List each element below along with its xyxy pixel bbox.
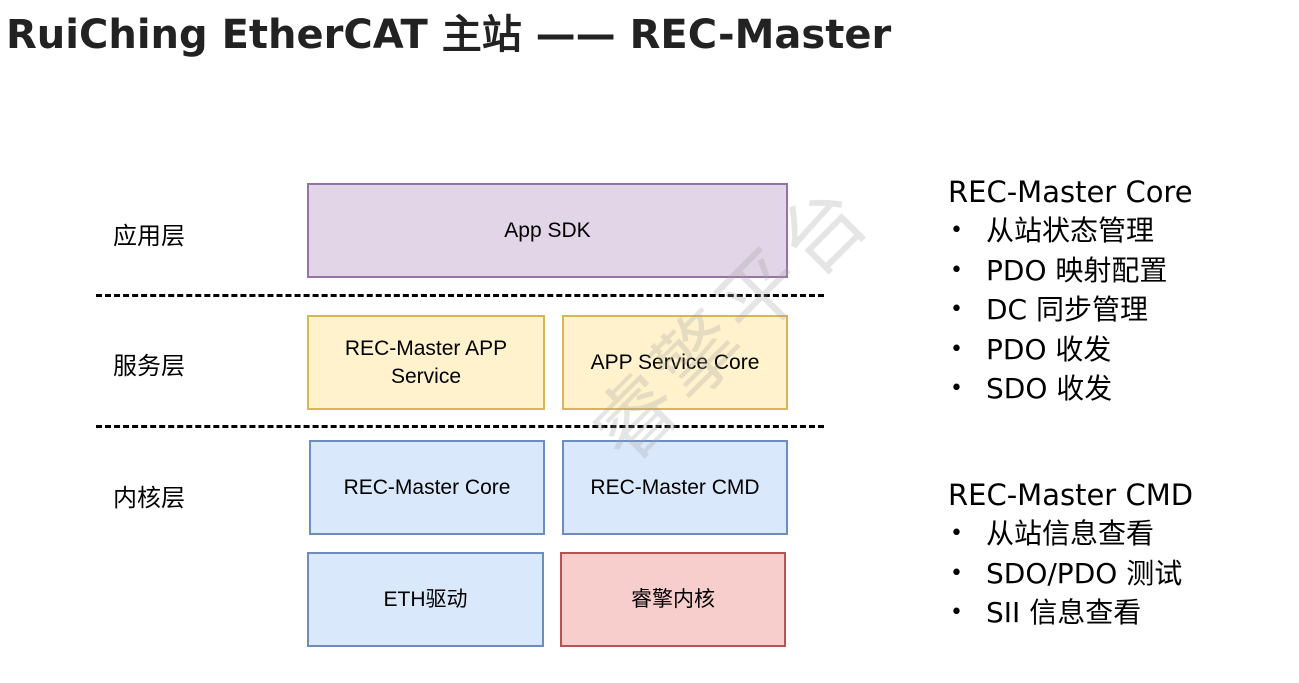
page-title: RuiChing EtherCAT 主站 —— REC-Master — [6, 12, 892, 58]
ruiqing-kernel-label: 睿擎内核 — [631, 587, 715, 611]
app-sdk-box: App SDK — [307, 183, 788, 278]
rec-master-core-panel: REC-Master Core 从站状态管理 PDO 映射配置 DC 同步管理 … — [948, 175, 1193, 409]
list-item: SDO 收发 — [948, 369, 1193, 409]
rec-master-cmd-box: REC-Master CMD — [562, 440, 788, 535]
list-item: 从站状态管理 — [948, 211, 1193, 251]
list-item: SII 信息查看 — [948, 593, 1193, 633]
feature-list: 从站信息查看 SDO/PDO 测试 SII 信息查看 — [948, 514, 1193, 633]
list-item: DC 同步管理 — [948, 290, 1193, 330]
layer-label-service: 服务层 — [113, 352, 185, 380]
rec-master-app-service-box: REC-Master APP Service — [307, 315, 545, 410]
layer-divider-top — [96, 294, 824, 297]
rec-master-cmd-panel: REC-Master CMD 从站信息查看 SDO/PDO 测试 SII 信息查… — [948, 478, 1193, 633]
list-item: 从站信息查看 — [948, 514, 1193, 554]
list-item: PDO 映射配置 — [948, 251, 1193, 291]
rec-master-cmd-label: REC-Master CMD — [590, 475, 760, 499]
panel-title: REC-Master Core — [948, 175, 1193, 209]
panel-title: REC-Master CMD — [948, 478, 1194, 512]
app-service-core-box: APP Service Core — [562, 315, 788, 410]
app-sdk-label: App SDK — [504, 218, 591, 242]
rec-master-app-service-label: REC-Master APP Service — [344, 336, 508, 388]
list-item: SDO/PDO 测试 — [948, 554, 1193, 594]
rec-master-core-box: REC-Master Core — [309, 440, 545, 535]
app-service-core-label: APP Service Core — [590, 350, 760, 374]
rec-master-core-label: REC-Master Core — [343, 475, 511, 499]
list-item: PDO 收发 — [948, 330, 1193, 370]
ruiqing-kernel-box: 睿擎内核 — [560, 552, 786, 647]
eth-driver-box: ETH驱动 — [307, 552, 544, 647]
eth-driver-label: ETH驱动 — [383, 587, 468, 611]
feature-list: 从站状态管理 PDO 映射配置 DC 同步管理 PDO 收发 SDO 收发 — [948, 211, 1193, 409]
layer-label-app: 应用层 — [113, 222, 185, 250]
layer-label-kernel: 内核层 — [113, 484, 185, 512]
layer-divider-bottom — [96, 425, 824, 428]
